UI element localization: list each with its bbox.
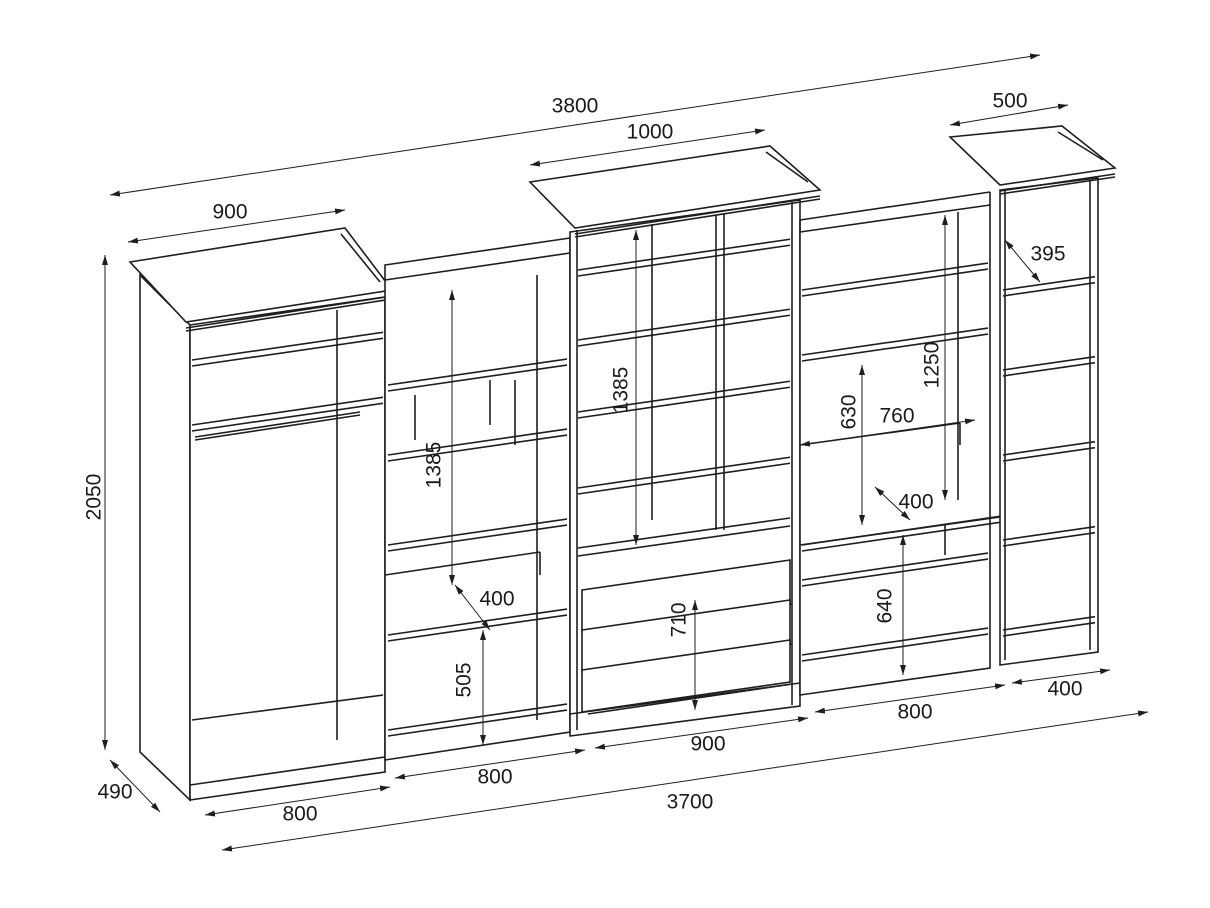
shelf [387, 518, 568, 546]
shelf [577, 462, 791, 495]
wardrobe-cornice-moulding [340, 233, 381, 283]
wardrobe-side-panel [139, 273, 191, 802]
dimension-label-open_right_mid_width: 760 [879, 405, 914, 428]
dimension-label-tower_depth: 395 [1030, 243, 1065, 266]
tower-shelf [1002, 446, 1096, 462]
shelf [801, 633, 989, 662]
center-cornice-moulding [574, 198, 821, 238]
wardrobe-front [189, 296, 386, 801]
shelf [801, 627, 989, 656]
wardrobe-shelf [191, 396, 384, 426]
center-cornice-moulding [574, 195, 821, 235]
wardrobe-shelf [191, 402, 384, 432]
wardrobe-rail [194, 411, 361, 438]
shelf [577, 386, 791, 419]
shelf [387, 364, 568, 392]
dimension-line-wardrobe_top_width [127, 208, 346, 244]
center-arched-base [577, 517, 791, 549]
open-left-frame [384, 237, 571, 761]
dimension-line-center_top_width [529, 128, 766, 167]
dimension-label-center_bottom_width: 900 [690, 733, 725, 756]
dimension-label-drawers_height: 710 [668, 602, 691, 637]
shelf [801, 552, 989, 581]
dimension-line-overall_top_width [109, 53, 1041, 197]
shelf [577, 380, 791, 413]
tower-shelf [1002, 275, 1096, 291]
tower-shelf [1002, 281, 1096, 297]
tower-shelf [1002, 525, 1096, 541]
edge [799, 516, 1001, 546]
dimension-line-open_left_bottom_width [394, 748, 586, 780]
tower-cornice-moulding [1057, 131, 1104, 161]
shelf [577, 244, 791, 277]
dimension-line-tower_bottom_width [1011, 668, 1111, 685]
dimension-label-wardrobe_top_width: 900 [212, 201, 247, 224]
wardrobe-shelf [191, 331, 384, 361]
edge [799, 191, 991, 221]
dimension-label-height: 2050 [83, 474, 106, 521]
dimension-line-depth [109, 759, 161, 813]
dimension-label-overall_top_width: 3800 [552, 95, 599, 118]
tower-shelf [1002, 440, 1096, 456]
dimension-label-overall_bottom_width: 3700 [667, 791, 714, 814]
dimension-label-wardrobe_bottom_width: 800 [282, 803, 317, 826]
tower-shelf [1002, 361, 1096, 377]
shelf [801, 558, 989, 587]
tower-shelf [1002, 531, 1096, 547]
dimension-line-open_right_shelf_depth [874, 486, 911, 521]
dimension-line-tower_depth [1004, 239, 1041, 283]
edge [577, 525, 791, 557]
dimension-label-open_right_mid_height: 630 [838, 394, 861, 429]
dimension-label-open_left_lower_height: 505 [453, 662, 476, 697]
dimension-label-open_right_bottom_width: 800 [897, 701, 932, 724]
dimension-label-tower_top_width: 500 [992, 90, 1027, 113]
wardrobe-shelf [191, 337, 384, 367]
dimension-label-tower_bottom_width: 400 [1047, 678, 1082, 701]
edge [384, 551, 541, 576]
wardrobe-cornice-moulding [185, 298, 393, 332]
wardrobe-rail [194, 414, 361, 441]
shelf [387, 428, 568, 456]
dimension-label-open_right_lower_height: 640 [874, 588, 897, 623]
dimension-line-open_right_bottom_width [814, 683, 1006, 714]
dimension-label-center_top_width: 1000 [627, 121, 674, 144]
shelf [801, 327, 989, 356]
dimension-label-open_right_upper_height: 1250 [921, 342, 944, 389]
shelf [387, 524, 568, 552]
shelf [801, 268, 989, 297]
dimension-label-depth: 490 [97, 781, 132, 804]
tower-shelf [1002, 615, 1096, 631]
edge [384, 252, 571, 281]
shelf [387, 434, 568, 462]
edge [569, 682, 801, 715]
shelf [577, 456, 791, 489]
drawer-front-3 [581, 639, 791, 713]
dimension-line-open_left_shelf_depth [454, 584, 491, 631]
tower-cornice [948, 125, 1117, 186]
dimension-label-open_left_height: 1385 [423, 442, 446, 489]
wardrobe-cornice-moulding [185, 295, 393, 329]
dimension-line-overall_bottom_width [221, 710, 1149, 852]
tower-shelf [1002, 355, 1096, 371]
dimension-line-center_bottom_width [594, 716, 809, 750]
dimension-label-open_left_shelf_depth: 400 [479, 588, 514, 611]
shelf [577, 238, 791, 271]
shelf [577, 314, 791, 347]
shelf [801, 262, 989, 291]
dimension-label-center_height: 1385 [610, 367, 633, 414]
shelf [801, 333, 989, 362]
dimension-label-open_right_shelf_depth: 400 [898, 491, 933, 514]
tower-shelf [1002, 621, 1096, 637]
dimension-label-open_left_bottom_width: 800 [477, 766, 512, 789]
furniture-outline [128, 125, 1117, 802]
dimension-lines: 3800 1000 500 900 2050 490 800 3700 800 900 800 400… [83, 53, 1149, 852]
dimension-line-tower_top_width [949, 103, 1069, 127]
shelf [577, 308, 791, 341]
shelf [387, 358, 568, 386]
